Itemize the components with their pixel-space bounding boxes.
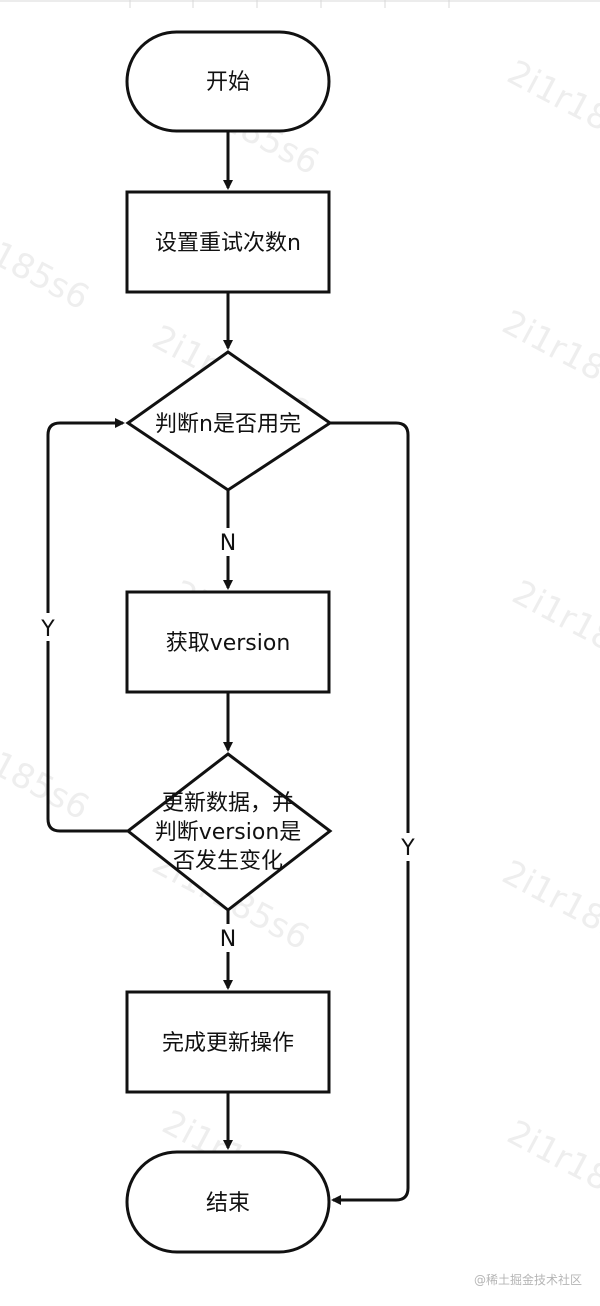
decision-shape — [125, 350, 333, 492]
watermark-text: 2i1r185s6 — [506, 573, 600, 689]
node-label-line: 否发生变化 — [173, 849, 283, 874]
watermark-text: 2i1r185s6 — [496, 853, 600, 969]
node-label: 判断n是否用完 — [155, 412, 301, 437]
node-label-line: 更新数据，并 — [162, 791, 294, 816]
edge-label-y: Y — [40, 617, 55, 642]
node-start: 开始 — [125, 30, 331, 133]
process-shape — [125, 190, 331, 294]
node-label: 结束 — [206, 1191, 250, 1216]
top-border — [0, 0, 600, 8]
node-update-check: 更新数据，并 判断version是 否发生变化 — [125, 752, 333, 912]
node-label: 设置重试次数n — [155, 231, 301, 256]
edge-label-n: N — [220, 531, 236, 556]
node-get-version: 获取version — [125, 590, 331, 694]
node-end: 结束 — [125, 1150, 331, 1254]
node-check-n: 判断n是否用完 — [125, 350, 333, 492]
node-label: 完成更新操作 — [162, 1031, 294, 1056]
edge-check-n-to-end — [330, 421, 410, 1205]
node-set-retries: 设置重试次数n — [125, 190, 331, 294]
node-label: 获取version — [166, 631, 291, 656]
watermark-text: 2i1r185s6 — [501, 1113, 600, 1229]
decision-shape — [125, 752, 333, 912]
node-finish-update: 完成更新操作 — [125, 990, 331, 1094]
edge-labels: N N Y Y — [38, 531, 420, 952]
watermark-text: 2i1r185s6 — [501, 53, 600, 169]
process-shape — [125, 990, 331, 1094]
edge-label-n: N — [220, 927, 236, 952]
watermark-text: 2i1r185s6 — [0, 203, 95, 319]
node-label-line: 判断version是 — [155, 820, 302, 845]
edge-label-y: Y — [400, 836, 415, 861]
process-shape — [125, 590, 331, 694]
source-credit: @稀土掘金技术社区 — [473, 1273, 582, 1287]
node-label: 开始 — [206, 70, 250, 95]
terminal-shape — [125, 30, 331, 133]
terminal-shape — [125, 1150, 331, 1254]
watermark-text: 2i1r185s6 — [496, 303, 600, 419]
